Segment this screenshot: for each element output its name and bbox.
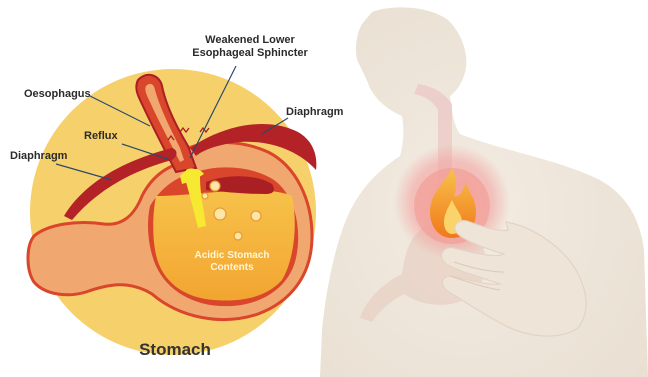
label-sphincter: Weakened Lower Esophageal Sphincter [176,34,324,60]
bubble [214,208,226,220]
label-acidic-contents: Acidic Stomach Contents [180,250,284,274]
bubble [251,211,261,221]
bubble [202,193,208,199]
acid-contents [153,190,295,300]
label-sphincter-line2: Esophageal Sphincter [176,47,324,60]
label-diaphragm-right: Diaphragm [286,106,343,118]
label-contents-line2: Contents [180,262,284,274]
label-contents-line1: Acidic Stomach [180,250,284,262]
label-reflux: Reflux [84,130,118,142]
bubble [234,232,242,240]
bubble [210,181,220,191]
label-oesophagus: Oesophagus [24,88,91,100]
label-sphincter-line1: Weakened Lower [176,34,324,47]
label-diaphragm-left: Diaphragm [10,150,67,162]
label-stomach: Stomach [120,340,230,360]
stomach-diagram [28,66,316,355]
body-silhouette [320,7,648,377]
